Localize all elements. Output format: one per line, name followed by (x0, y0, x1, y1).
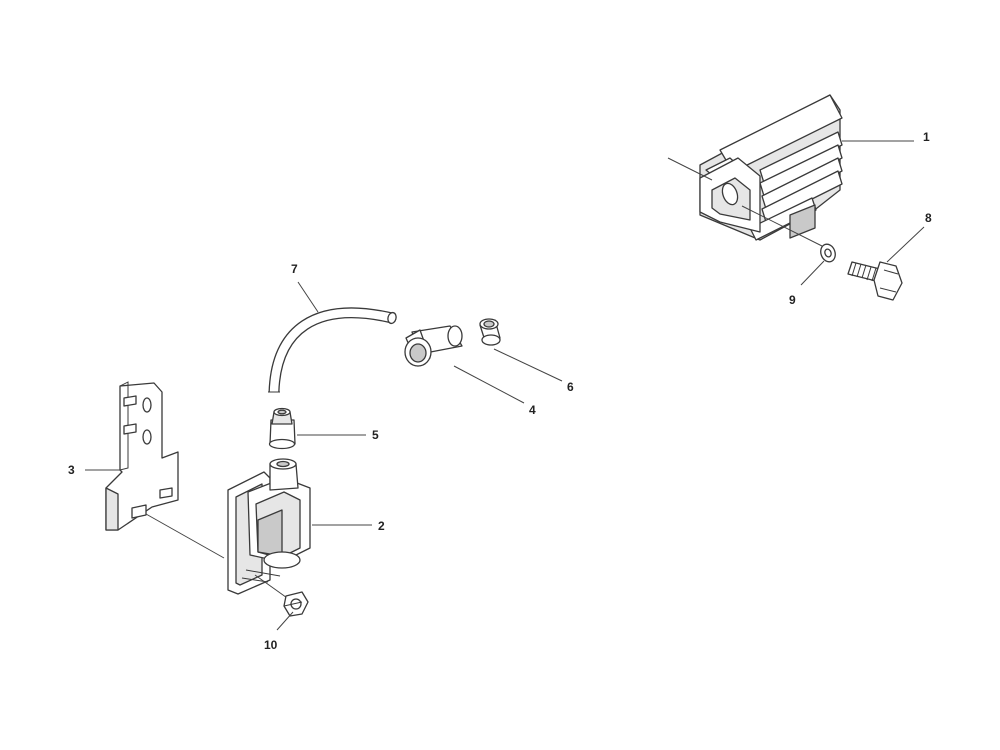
leader-4 (453, 365, 525, 404)
callout-2: 2 (378, 519, 385, 533)
ignition-lead-part (268, 307, 397, 393)
regulator-rectifier-part (667, 94, 843, 247)
callout-6: 6 (567, 380, 574, 394)
spark-plug-cap-part (404, 325, 463, 367)
sleeve-part (479, 318, 501, 346)
callout-8: 8 (925, 211, 932, 225)
callout-5: 5 (372, 428, 379, 442)
callout-10: 10 (264, 638, 278, 652)
callout-3: 3 (68, 463, 75, 477)
boot-part (268, 407, 296, 450)
bolt-part (847, 261, 903, 301)
leader-6 (493, 348, 563, 382)
callout-4: 4 (529, 403, 536, 417)
ignition-coil-part (227, 458, 311, 601)
washer-part (820, 243, 836, 263)
leader-9 (800, 260, 825, 286)
nut-part (283, 591, 309, 617)
leader-7 (297, 281, 319, 313)
leader-10 (276, 611, 294, 631)
callout-7: 7 (291, 262, 298, 276)
leader-lines (85, 140, 925, 631)
leader-8 (886, 226, 925, 263)
callout-1: 1 (923, 130, 930, 144)
mounting-bracket-part (105, 381, 225, 559)
callout-labels: 1 2 3 4 5 6 7 8 9 10 (68, 130, 932, 652)
callout-9: 9 (789, 293, 796, 307)
